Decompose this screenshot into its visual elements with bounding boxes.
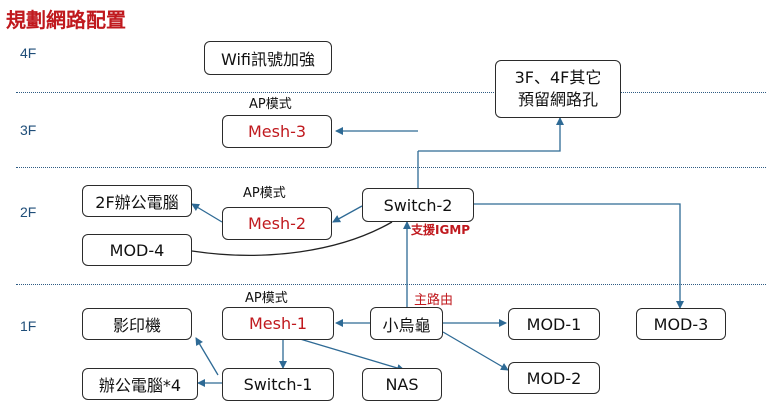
floor-label-3f: 3F [20,122,37,138]
floor-divider-4f-3f [16,92,766,93]
node-2f-office-pc: 2F辦公電腦 [82,185,192,217]
node-mod-2: MOD-2 [508,362,600,394]
node-wifi-booster: Wifi訊號加強 [204,41,332,75]
main-router-label: 主路由 [414,293,454,308]
node-mod-4: MOD-4 [82,234,192,266]
link-switch2-mod3 [474,203,684,309]
node-office-pc-x4: 辦公電腦*4 [82,368,198,400]
floor-divider-2f-1f [16,284,766,285]
link-router-mod2 [442,331,509,371]
link-mesh1-nas [299,338,405,372]
floor-label-4f: 4F [20,45,37,61]
node-mesh-2: Mesh-2 [222,207,332,240]
igmp-support-label: 支援IGMP [411,223,471,237]
node-switch-2: Switch-2 [362,188,474,222]
link-mesh2-pc2f [191,203,223,223]
floor-label-1f: 1F [20,318,37,334]
node-copier: 影印機 [82,308,192,340]
node-nas: NAS [362,368,442,401]
link-switch2-mod4 [191,221,393,256]
node-mesh-1: Mesh-1 [222,307,334,340]
floor-label-2f: 2F [20,204,37,220]
node-router: 小烏龜 [370,307,443,340]
node-mesh-3: Mesh-3 [222,115,332,148]
link-switch2-mesh2 [332,205,363,223]
node-switch-1: Switch-1 [222,368,334,401]
link-switch1-copier [195,337,219,376]
node-mod-1: MOD-1 [508,308,600,340]
node-mod-3: MOD-3 [636,308,726,340]
page-title: 規劃網路配置 [6,8,126,32]
ap-mode-label-1f: AP模式 [245,291,288,306]
node-reserved-ports: 3F、4F其它 預留網路孔 [495,60,621,118]
node-reserved-ports-line2: 預留網路孔 [517,90,598,109]
ap-mode-label-2f: AP模式 [243,186,286,201]
floor-divider-3f-2f [16,167,766,168]
link-to-reserved [418,117,564,152]
ap-mode-label-3f: AP模式 [249,97,292,112]
node-reserved-ports-line1: 3F、4F其它 [514,68,602,87]
